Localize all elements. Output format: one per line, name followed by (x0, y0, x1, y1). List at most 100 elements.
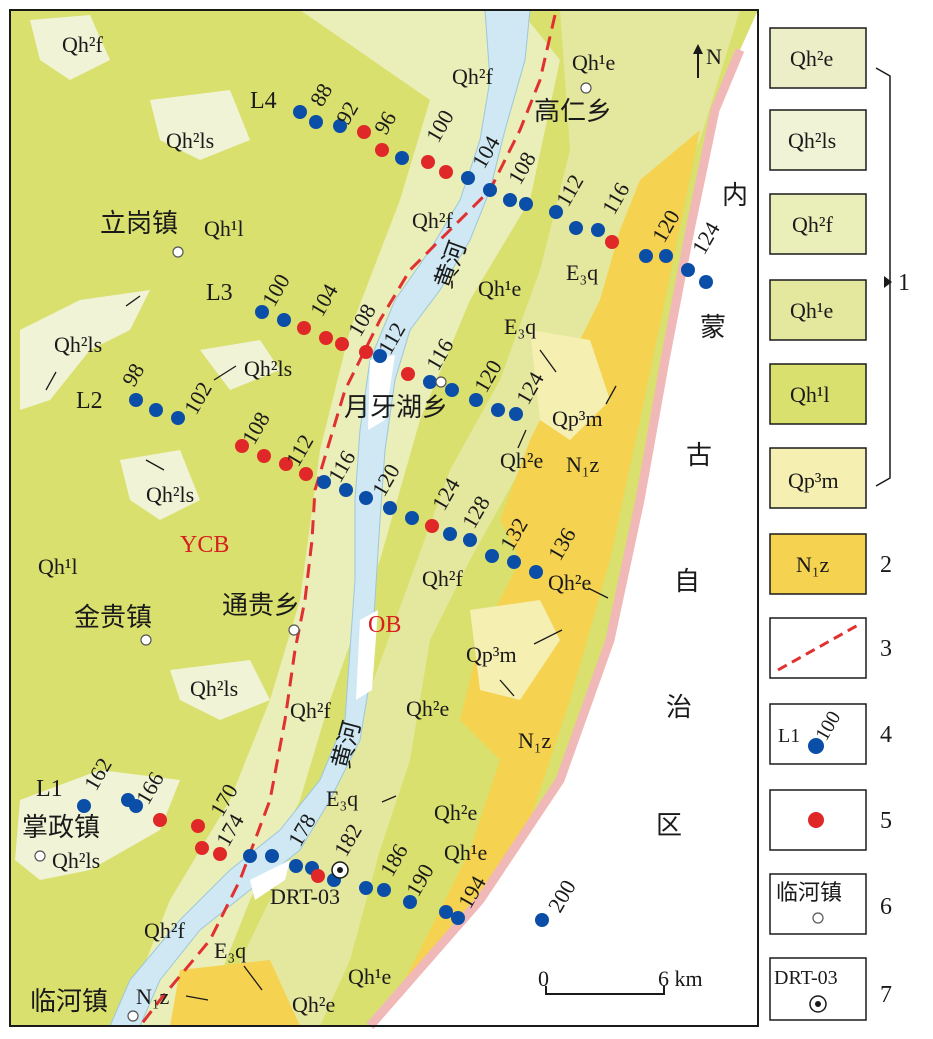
legend-well-label: DRT-03 (774, 967, 838, 989)
town-marker-ligang (172, 246, 184, 258)
sample-point-blue (461, 171, 475, 185)
qh2ls-patch (15, 770, 180, 880)
scale-bar-line (545, 986, 665, 995)
town-marker-yueyahu (435, 376, 447, 388)
legend-label: Qh²ls (788, 128, 836, 153)
sample-point-red (605, 235, 619, 249)
sample-point-blue (469, 393, 483, 407)
unit-label: Qh²f (422, 566, 463, 591)
unit-label: Qh¹e (478, 276, 521, 301)
town-markers (34, 82, 592, 1022)
unit-label: E₃q (326, 786, 358, 811)
unit-label: Qh²f (62, 32, 103, 57)
inner-mongolia-area (370, 10, 758, 1026)
sample-point-red (359, 345, 373, 359)
region-label: 内 蒙 古 自 治 区 (656, 181, 748, 840)
unit-label: Qh²ls (166, 128, 214, 153)
line-label-l4: L4 (250, 88, 277, 114)
leader-lines (45, 295, 617, 1001)
province-border (366, 48, 745, 1029)
region-char: 内 (722, 181, 748, 210)
legend-number: 7 (880, 982, 892, 1008)
legend-bracket-arrow (884, 276, 892, 288)
scale-bar-end: 6 km (658, 966, 703, 991)
sample-point-red (235, 439, 249, 453)
place-label-linhe: 临河镇 (30, 987, 108, 1016)
sample-point-blue (485, 549, 499, 563)
sample-point-blue (535, 913, 549, 927)
sample-point-red (311, 869, 325, 883)
sample-point-blue (699, 275, 713, 289)
sample-point-blue (483, 183, 497, 197)
legend-number: 2 (880, 552, 892, 578)
sample-point-red (257, 449, 271, 463)
sample-point-red (319, 331, 333, 345)
qh2ls-patch (200, 340, 280, 390)
legend-swatch-qh1e (769, 279, 867, 341)
legend-label: Qh¹l (790, 382, 830, 407)
sample-point-blue (443, 527, 457, 541)
region-char: 区 (656, 811, 682, 840)
legend-blue-point (808, 738, 824, 754)
n1z-zone (380, 130, 700, 1026)
legend-swatch-qh2f (769, 193, 867, 255)
unit-label: Qh²e (292, 992, 335, 1017)
legend-number: 5 (880, 808, 892, 834)
legend-number: 3 (880, 636, 892, 662)
sample-point-blue (171, 411, 185, 425)
sample-point-blue (277, 313, 291, 327)
qh2ls-patch (20, 290, 150, 410)
qh2ls-patch (150, 90, 250, 160)
line-label-l3: L3 (206, 280, 233, 306)
north-arrow: N (693, 44, 722, 78)
sample-point-blue (359, 881, 373, 895)
legend-number: 4 (880, 722, 892, 748)
sample-point-blue (373, 349, 387, 363)
ycb-label: YCB (180, 532, 229, 558)
sample-point-red (335, 337, 349, 351)
sample-point-red (439, 165, 453, 179)
unit-label: Qh²ls (244, 356, 292, 381)
sample-point-blue (569, 221, 583, 235)
region-char: 蒙 (700, 313, 726, 342)
legend-town-label: 临河镇 (776, 880, 842, 905)
sample-point-blue (359, 491, 373, 505)
sample-point-red (375, 143, 389, 157)
region-char: 古 (686, 441, 712, 470)
sample-point-blue (243, 849, 257, 863)
unit-label: Qh¹e (572, 50, 615, 75)
legend-swatch-qh1l (769, 363, 867, 425)
sample-point-red (279, 457, 293, 471)
legend-swatch-town (769, 873, 867, 935)
unit-label: Qh¹l (38, 554, 78, 579)
place-label-yueyahu: 月牙湖乡 (344, 393, 448, 422)
well-center (337, 867, 343, 873)
qh2ls-patch (170, 660, 270, 720)
yellow-river (109, 9, 531, 1027)
sample-point-blue (509, 407, 523, 421)
unit-label: E₃q (566, 260, 598, 285)
legend-number: 6 (880, 894, 892, 920)
sample-point-blue (129, 393, 143, 407)
legend-label: Qh²f (792, 212, 833, 237)
unit-labels: Qh²f Qh¹e Qh²f Qh²ls Qh¹l Qh²f Qh¹e E₃q … (38, 32, 615, 1017)
sample-point-red (191, 819, 205, 833)
legend-town-marker (812, 912, 824, 924)
unit-label: Qh¹e (444, 840, 487, 865)
sample-point-red (213, 847, 227, 861)
unit-label: Qh²f (412, 208, 453, 233)
legend-swatch-qh2ls (769, 109, 867, 171)
town-marker-gaoren (580, 82, 592, 94)
unit-label: Qh²ls (52, 848, 100, 873)
sample-point-blue (403, 895, 417, 909)
unit-label: E₃q (504, 314, 536, 339)
sand-bar (250, 860, 290, 900)
town-marker-tonggui (288, 624, 300, 636)
legend-swatch-qp3m (769, 447, 867, 509)
unit-label: N₁z (566, 452, 600, 477)
sample-point-red (421, 155, 435, 169)
region-char: 治 (666, 693, 692, 722)
sample-point-blue (639, 249, 653, 263)
place-label-gaoren: 高仁乡 (534, 97, 612, 126)
ob-label: OB (368, 612, 401, 638)
